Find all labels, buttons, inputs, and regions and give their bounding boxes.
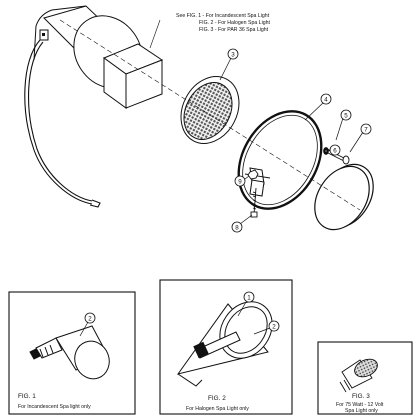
fig-3-caption-line-2: Spa Light only (345, 408, 378, 414)
screen-lens-part-3 (180, 76, 240, 144)
svg-text:6: 6 (333, 147, 337, 154)
svg-text:3: 3 (231, 51, 235, 58)
fig-1-panel: 2 FIG. 1 For Incandescent Spa light only (8, 291, 136, 415)
svg-text:8: 8 (235, 224, 239, 231)
part-balloons (219, 57, 364, 225)
fig-3-title: FIG. 3 (352, 393, 370, 400)
fig-3-caption-line-1: For 75 Watt - 12 Volt (336, 402, 384, 408)
par36-lamp (339, 358, 378, 393)
balloon-4: 4 (320, 93, 332, 105)
svg-text:1: 1 (247, 294, 251, 301)
balloon-3: 3 (227, 48, 239, 60)
fig-2-balloon-1: 1 (243, 291, 255, 303)
fig-2-balloon-2: 2 (268, 320, 280, 332)
callout-line-1: See FIG. 1 - For Incandescent Spa Light (176, 13, 270, 19)
halogen-reflector (176, 301, 273, 387)
balloon-6: 6 (329, 144, 341, 156)
fig-1-caption: For Incandescent Spa light only (18, 404, 91, 410)
svg-text:9: 9 (238, 178, 242, 185)
balloon-8: 8 (231, 221, 243, 233)
balloon-9: 9 (234, 175, 246, 187)
svg-text:5: 5 (344, 112, 348, 119)
reflector-box (102, 43, 164, 109)
callout-note: See FIG. 1 - For Incandescent Spa Light … (149, 13, 270, 49)
callout-line-2: FIG. 2 - For Halogen Spa Light (199, 20, 270, 26)
svg-text:4: 4 (324, 96, 328, 103)
svg-text:2: 2 (272, 323, 276, 330)
svg-text:2: 2 (88, 315, 92, 322)
washer-part-6 (323, 147, 329, 155)
balloon-7: 7 (360, 123, 372, 135)
fig-1-title: FIG. 1 (18, 393, 36, 400)
fig-1-balloon-2: 2 (84, 312, 96, 324)
hex-nut-part-9 (247, 169, 259, 180)
clamp-screw-part-8 (250, 187, 258, 218)
lens-cover-part-7 (314, 163, 374, 231)
callout-line-3: FIG. 3 - For PAR 36 Spa Light (199, 27, 269, 33)
balloon-5: 5 (340, 109, 352, 121)
fig-2-caption: For Halogen Spa Light only (186, 406, 249, 412)
power-cord (24, 39, 101, 208)
fig-3-panel: FIG. 3 For 75 Watt - 12 Volt Spa Light o… (317, 341, 413, 415)
fig-2-panel: 1 2 FIG. 2 For Halogen Spa Light only (159, 279, 293, 415)
incandescent-bulb (29, 325, 110, 380)
fig-2-title: FIG. 2 (208, 395, 226, 402)
assembly-axis (59, 19, 361, 211)
svg-text:7: 7 (364, 126, 368, 133)
